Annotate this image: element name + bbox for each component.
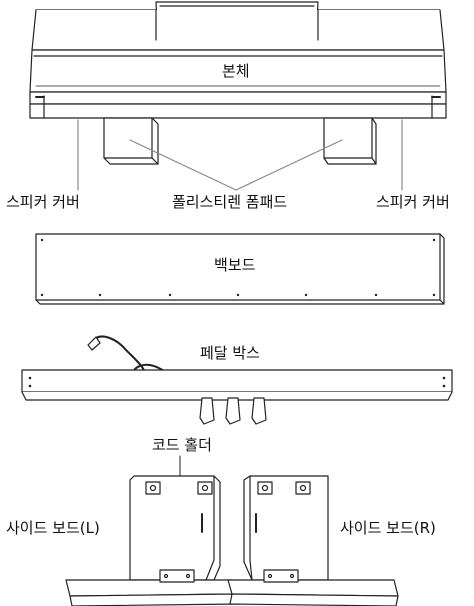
- leader-lines: [77, 119, 403, 191]
- side-board-right: [227, 475, 399, 606]
- label-side-board-right: 사이드 보드(R): [340, 519, 436, 537]
- pedal-box: [21, 335, 453, 425]
- label-cord-holder: 코드 홀더: [152, 436, 212, 454]
- label-main-body: 본체: [222, 62, 250, 80]
- label-speaker-cover-right: 스피커 커버: [376, 193, 450, 211]
- back-board: [35, 233, 445, 305]
- label-side-board-left: 사이드 보드(L): [6, 519, 100, 537]
- label-polystyrene-pads: 폴리스티렌 폼패드: [172, 193, 288, 211]
- label-speaker-cover-left: 스피커 커버: [6, 193, 80, 211]
- main-body: [29, 1, 447, 165]
- label-pedal-box: 페달 박스: [200, 344, 260, 362]
- pedals: [199, 397, 267, 425]
- label-back-board: 백보드: [214, 256, 256, 274]
- side-board-left: [65, 475, 239, 606]
